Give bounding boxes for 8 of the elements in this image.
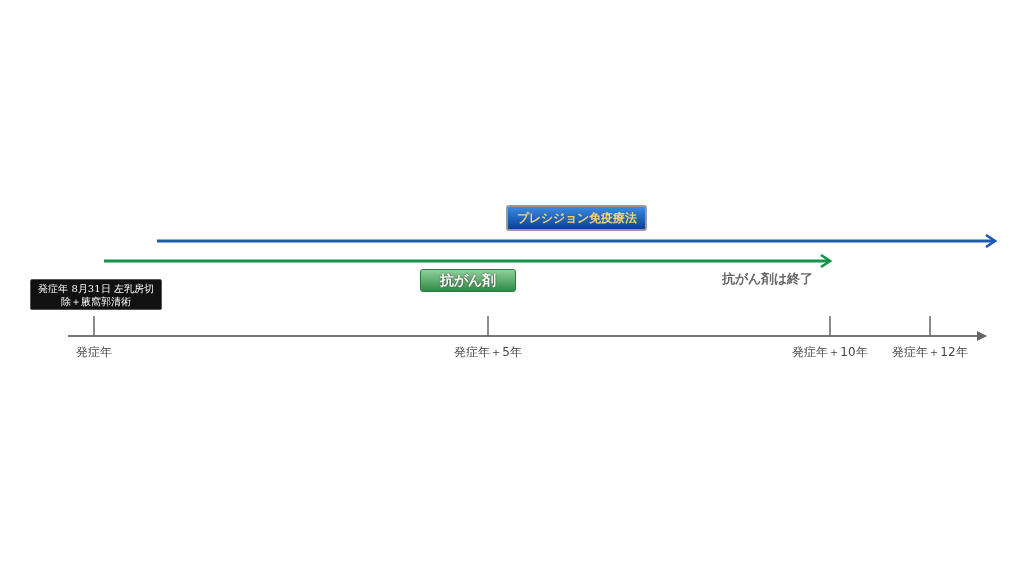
tick-label: 発症年＋12年 [892, 344, 968, 361]
note-text: 抗がん剤は終了 [722, 270, 813, 288]
tick-label: 発症年 [76, 344, 112, 361]
treatment-label: プレシジョン免疫療法 [506, 205, 647, 231]
tick-label: 発症年＋5年 [454, 344, 522, 361]
event-box: 発症年 8月31日 左乳房切除＋腋窩郭清術 [30, 279, 162, 310]
tick-label: 発症年＋10年 [792, 344, 868, 361]
treatment-label: 抗がん剤 [420, 269, 516, 292]
